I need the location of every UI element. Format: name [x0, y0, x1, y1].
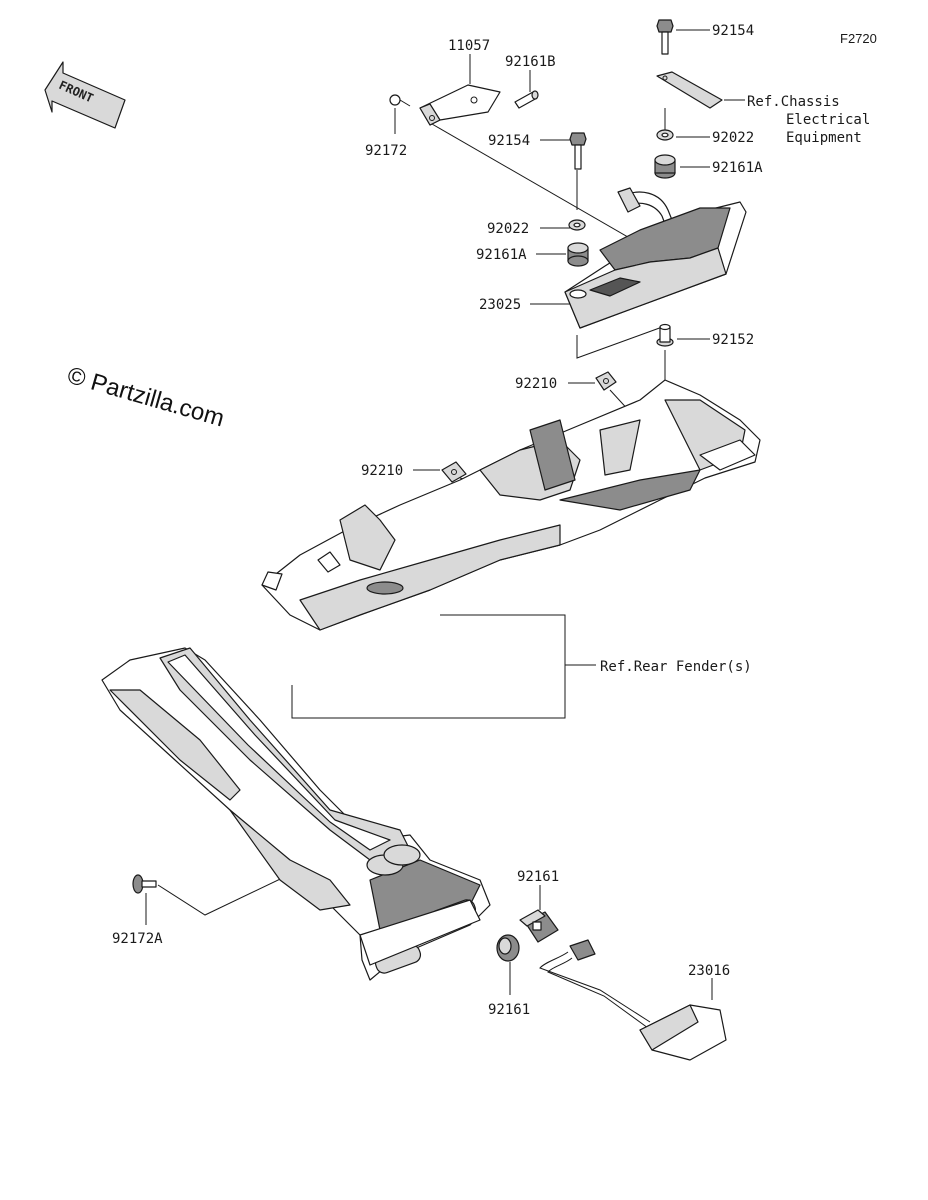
reference-labels: Ref.Chassis Electrical Equipment Ref.Rea… [600, 94, 870, 675]
washer-92022-left [568, 219, 586, 231]
grommet-92161A-right [654, 154, 676, 179]
ref-chassis-line2: Electrical [786, 112, 870, 128]
label-23016[interactable]: 23016 [688, 963, 730, 979]
ref-chassis-line3: Equipment [786, 130, 862, 146]
label-92172[interactable]: 92172 [365, 143, 407, 159]
grommet-92161-upper [519, 909, 559, 943]
collar-92152 [656, 323, 674, 347]
label-23025[interactable]: 23025 [479, 297, 521, 313]
figure-id: F2720 [840, 31, 877, 46]
chassis-strap [656, 71, 723, 109]
ref-chassis-line1[interactable]: Ref.Chassis [747, 94, 840, 110]
clip-nut-92210-top [595, 371, 617, 391]
label-92210-top[interactable]: 92210 [515, 376, 557, 392]
label-92022-right[interactable]: 92022 [712, 130, 754, 146]
partzilla-watermark: © Partzilla.com [64, 362, 227, 433]
bracket-11057 [419, 84, 501, 126]
collar-92161B [514, 90, 539, 109]
screw-92172A [132, 874, 157, 894]
rear-fender-undertray [261, 379, 761, 631]
label-92154-mid[interactable]: 92154 [488, 133, 530, 149]
grommet-92161-lower [496, 934, 520, 962]
washer-92022-right [656, 129, 674, 141]
label-92161-lower[interactable]: 92161 [488, 1002, 530, 1018]
label-92161A-left[interactable]: 92161A [476, 247, 527, 263]
label-92161B[interactable]: 92161B [505, 54, 556, 70]
label-92161-upper[interactable]: 92161 [517, 869, 559, 885]
label-92154-top[interactable]: 92154 [712, 23, 754, 39]
label-92152[interactable]: 92152 [712, 332, 754, 348]
ref-rear-fender[interactable]: Ref.Rear Fender(s) [600, 659, 752, 675]
leader-lines [145, 29, 745, 1000]
bolt-92154-mid [569, 132, 587, 170]
license-lamp-23016 [539, 939, 727, 1061]
license-plate-holder [101, 647, 491, 981]
bolt-92154-top [656, 19, 674, 55]
bolt-92172 [389, 94, 411, 107]
part-labels: 11057 92161B 92172 92154 92154 92022 921… [112, 23, 763, 1018]
grommet-92161A-left [567, 242, 589, 267]
label-92161A-right[interactable]: 92161A [712, 160, 763, 176]
label-92172A[interactable]: 92172A [112, 931, 163, 947]
label-92210-left[interactable]: 92210 [361, 463, 403, 479]
label-11057[interactable]: 11057 [448, 38, 490, 54]
tail-light-23025 [564, 187, 747, 329]
front-arrow-icon: FRONT [44, 61, 126, 129]
clip-nut-92210-left [441, 461, 467, 483]
label-92022-left[interactable]: 92022 [487, 221, 529, 237]
